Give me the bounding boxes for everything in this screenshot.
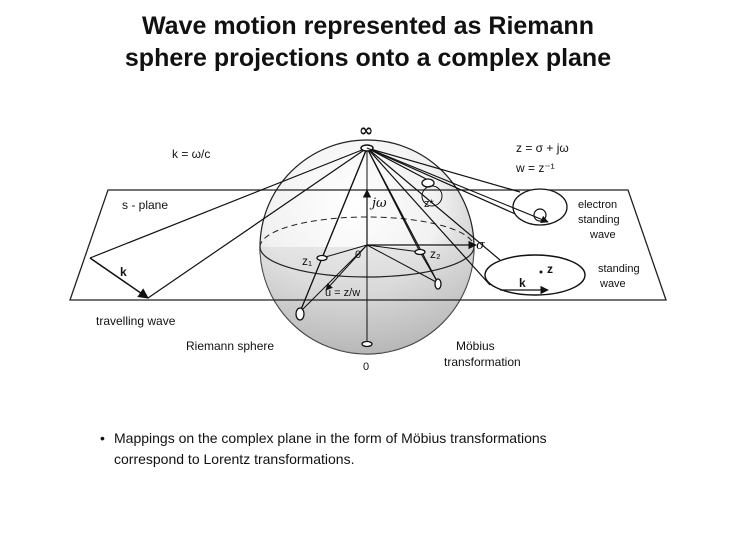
bullet-symbol: • — [100, 430, 105, 446]
standing-label-line-2: wave — [599, 278, 626, 290]
standing-label-line-1: standing — [598, 263, 640, 275]
u-equation-label: u = z/w — [325, 287, 360, 299]
bullet-point: • Mappings on the complex plane in the f… — [100, 428, 700, 470]
travelling-wave-label: travelling wave — [96, 314, 176, 328]
riemann-sphere-label: Riemann sphere — [186, 339, 274, 353]
j-omega-label: jω — [369, 196, 387, 211]
loop-k-label: k — [519, 276, 526, 290]
standing-wave-loop — [484, 254, 586, 296]
electron-standing-wave-loop — [512, 188, 568, 226]
page-title: Wave motion represented as Riemann spher… — [0, 10, 736, 74]
lower-right-point — [434, 278, 442, 290]
title-line-1: Wave motion represented as Riemann — [142, 12, 594, 40]
z2-point — [414, 248, 426, 256]
standing-wave-dot — [539, 270, 543, 274]
bullet-text-line-1: Mappings on the complex plane in the for… — [114, 430, 547, 446]
title-line-2: sphere projections onto a complex plane — [124, 44, 612, 72]
mobius-label-line-2: transformation — [444, 355, 521, 369]
s-plane-label: s - plane — [122, 198, 168, 212]
electron-label-line-3: wave — [589, 229, 616, 241]
u-arrow — [325, 244, 368, 291]
electron-label-line-1: electron — [578, 199, 617, 211]
loop-z-label: z — [547, 262, 553, 276]
electron-label-line-2: standing — [578, 214, 620, 226]
z-star-label: z* — [424, 198, 435, 210]
w-equation-label: w = z⁻¹ — [515, 161, 555, 175]
south-pole-zero-label: 0 — [363, 361, 369, 373]
origin-label: 0 — [355, 249, 361, 261]
infinity-label: ∞ — [359, 121, 373, 141]
k-equation-label: k = ω/c — [172, 147, 210, 161]
k-label: k — [120, 265, 127, 279]
s-plane — [69, 189, 667, 301]
z-star-loop — [421, 185, 443, 207]
travelling-wave-k-arrow — [89, 257, 149, 299]
mobius-label-line-1: Möbius — [456, 339, 495, 353]
sigma-label: σ — [476, 238, 486, 253]
z1-point — [316, 254, 328, 262]
origin-lines — [299, 244, 439, 313]
lower-left-point — [295, 307, 305, 321]
z2-label: z₂ — [430, 247, 441, 261]
bullet-text-line-2: correspond to Lorentz transformations. — [114, 451, 355, 467]
equator-back — [259, 216, 475, 248]
z-equation-label: z = σ + jω — [516, 141, 569, 155]
electron-inner-loop — [533, 208, 547, 222]
electron-arrow — [366, 147, 549, 223]
z1-label: z₁ — [302, 254, 312, 268]
south-pole-point — [361, 340, 373, 348]
